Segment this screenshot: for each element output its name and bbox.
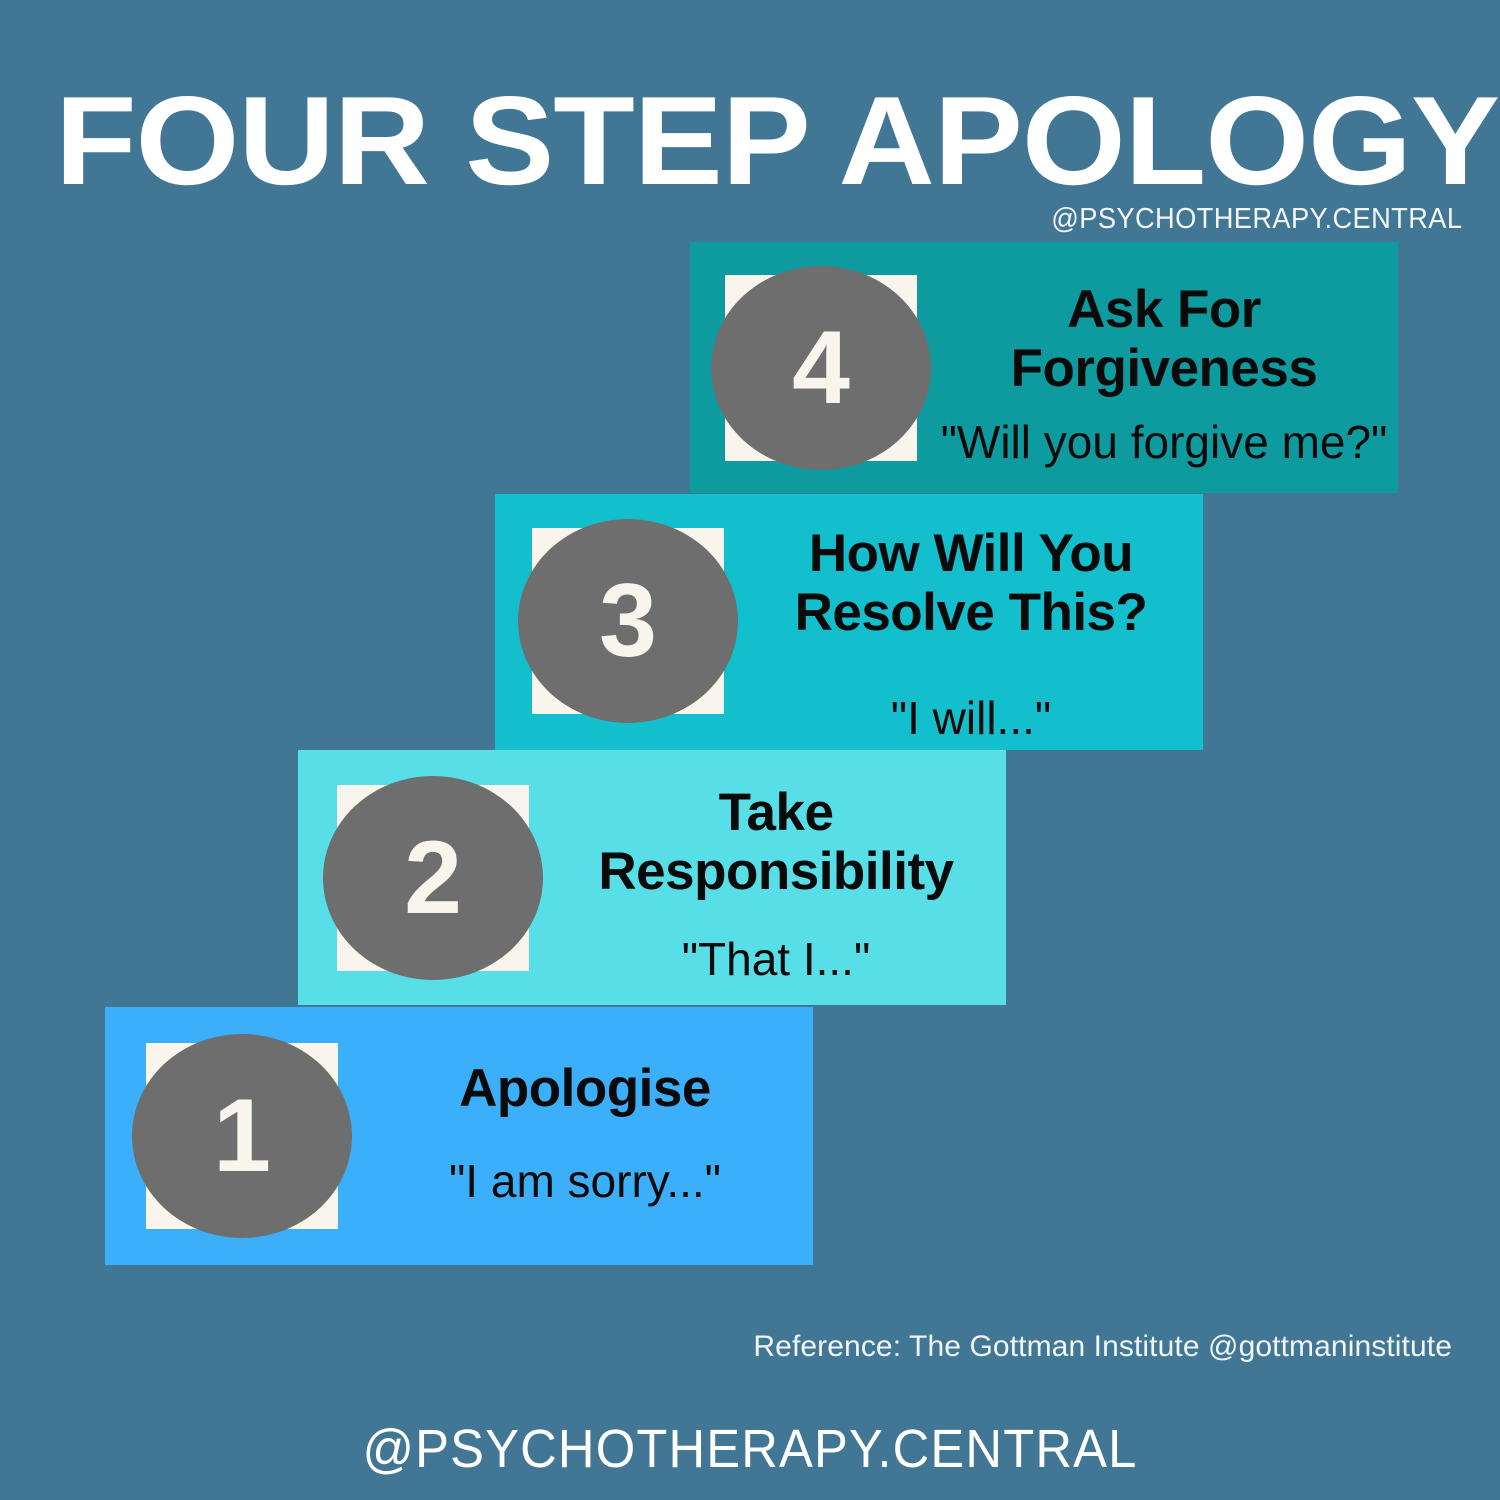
step-content-1: Apologise "I am sorry..." bbox=[361, 1059, 809, 1207]
step-heading-1: Apologise bbox=[459, 1059, 711, 1118]
step-heading-2: Take Responsibility bbox=[598, 783, 954, 902]
step-heading-3: How Will You Resolve This? bbox=[794, 524, 1148, 643]
step-quote-1: "I am sorry..." bbox=[448, 1155, 722, 1208]
step-card-2[interactable]: 2 Take Responsibility "That I..." bbox=[298, 750, 1006, 1005]
page-title: FOUR STEP APOLOGY bbox=[55, 70, 1500, 211]
step-quote-4: "Will you forgive me?" bbox=[940, 415, 1388, 468]
step-content-4: Ask For Forgiveness "Will you forgive me… bbox=[940, 280, 1388, 467]
step-number-circle-3: 3 bbox=[518, 519, 738, 723]
step-card-3[interactable]: 3 How Will You Resolve This? "I will..." bbox=[495, 494, 1203, 750]
step-content-2: Take Responsibility "That I..." bbox=[552, 783, 1000, 984]
brand-handle-top: @PSYCHOTHERAPY.CENTRAL bbox=[1050, 203, 1462, 235]
step-card-4[interactable]: 4 Ask For Forgiveness "Will you forgive … bbox=[690, 242, 1398, 493]
step-content-3: How Will You Resolve This? "I will..." bbox=[747, 524, 1195, 743]
reference-credit: Reference: The Gottman Institute @gottma… bbox=[753, 1330, 1452, 1363]
step-number-1: 1 bbox=[213, 1077, 271, 1194]
brand-handle-bottom: @PSYCHOTHERAPY.CENTRAL bbox=[362, 1419, 1138, 1479]
step-heading-4: Ask For Forgiveness bbox=[1010, 280, 1318, 399]
step-number-circle-4: 4 bbox=[711, 266, 931, 470]
step-badge-2: 2 bbox=[323, 776, 543, 980]
step-badge-3: 3 bbox=[518, 519, 738, 723]
step-number-4: 4 bbox=[792, 309, 850, 426]
step-badge-1: 1 bbox=[132, 1034, 352, 1238]
step-quote-2: "That I..." bbox=[681, 932, 871, 985]
step-quote-3: "I will..." bbox=[890, 691, 1052, 744]
step-number-circle-1: 1 bbox=[132, 1034, 352, 1238]
step-number-circle-2: 2 bbox=[323, 776, 543, 980]
step-badge-4: 4 bbox=[711, 266, 931, 470]
step-number-3: 3 bbox=[599, 562, 657, 679]
step-number-2: 2 bbox=[404, 819, 462, 936]
step-card-1[interactable]: 1 Apologise "I am sorry..." bbox=[105, 1007, 813, 1265]
